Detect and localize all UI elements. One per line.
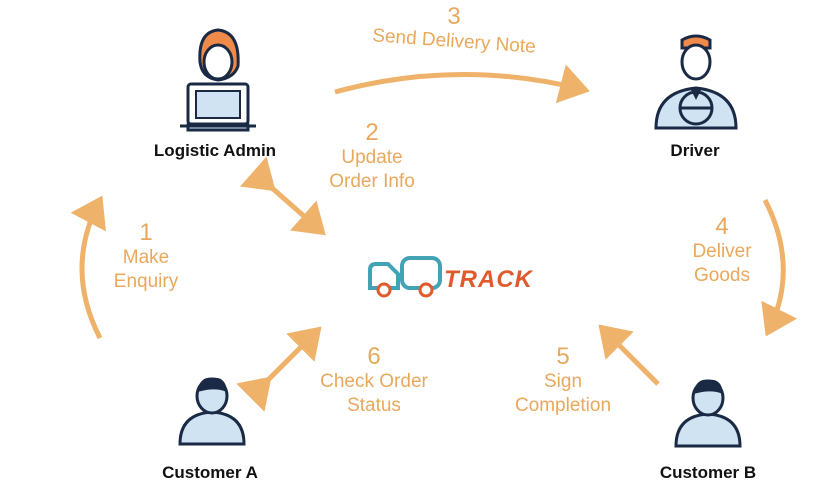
- step-2-line2: Order Info: [329, 171, 415, 193]
- arrow-update-order-info: [240, 156, 326, 236]
- step-2-label: 2 Update Order Info: [312, 119, 432, 194]
- arrow-send-delivery-note: [334, 64, 590, 104]
- step-5-number: 5: [556, 343, 570, 370]
- track-logo-text: TRACK: [444, 266, 533, 293]
- role-label-admin: Logistic Admin: [153, 141, 277, 160]
- step-5-line2: Completion: [514, 395, 612, 417]
- arrow-make-enquiry: [70, 195, 106, 340]
- arrow-check-order-status: [236, 326, 322, 412]
- step-6-line1: Check Order: [320, 371, 428, 393]
- truck-logo-icon: [368, 256, 442, 298]
- step-6-number: 6: [367, 343, 381, 370]
- arrow-deliver-goods: [761, 198, 798, 337]
- driver-person-icon: [654, 34, 738, 130]
- role-label-customer-b: Customer B: [659, 463, 757, 482]
- customer-b-person-icon: [674, 379, 742, 448]
- step-1-line1: Make: [122, 247, 170, 269]
- step-4-line1: Deliver: [692, 241, 752, 263]
- step-5-line1: Sign: [543, 371, 583, 393]
- step-2-number: 2: [365, 119, 379, 146]
- customer-a-person-icon: [178, 377, 246, 446]
- step-3-number: 3: [447, 3, 461, 30]
- arrow-sign-completion: [598, 324, 660, 386]
- step-1-line2: Enquiry: [113, 271, 179, 293]
- step-3-label: 3 Send Delivery Note: [344, 3, 564, 58]
- role-label-driver: Driver: [670, 141, 720, 160]
- step-4-label: 4 Deliver Goods: [672, 213, 772, 288]
- step-5-label: 5 Sign Completion: [500, 343, 626, 418]
- step-6-label: 6 Check Order Status: [304, 343, 444, 418]
- step-4-line2: Goods: [694, 265, 750, 287]
- step-4-number: 4: [715, 213, 729, 240]
- step-1-label: 1 Make Enquiry: [96, 219, 196, 294]
- step-2-line1: Update: [341, 147, 403, 169]
- admin-person-icon: [180, 28, 256, 132]
- role-label-customer-a: Customer A: [162, 463, 258, 482]
- step-1-number: 1: [139, 219, 153, 246]
- step-6-line2: Status: [347, 395, 401, 417]
